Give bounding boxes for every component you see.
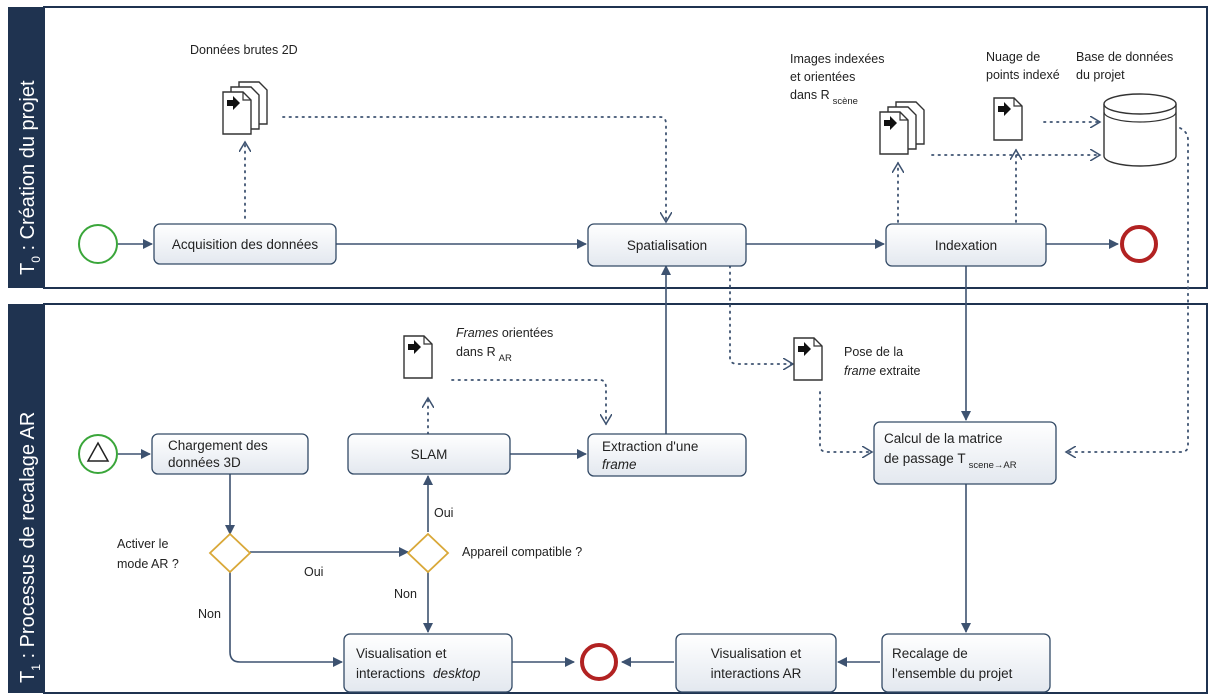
svg-text:Frames orientées: Frames orientées — [456, 326, 553, 340]
sequence-flows — [118, 239, 1119, 667]
task-spatialisation: Spatialisation — [587, 223, 747, 267]
data-pose-frame-icon — [793, 337, 823, 381]
task-recalage-label-2: l'ensemble du projet — [892, 666, 1013, 681]
label-pose-1: Pose de la — [844, 345, 903, 359]
label-frames-1a: Frames — [456, 326, 498, 340]
task-visu-desk-label-1: Visualisation et — [356, 646, 447, 661]
lane-bottom-label: T — [17, 671, 39, 683]
lane-bottom-rest: : Processus de recalage AR — [17, 412, 39, 664]
end-event-creation — [1120, 225, 1158, 263]
lane-top-rest: : Création du projet — [17, 80, 39, 256]
task-recalage: Recalage de l'ensemble du projet — [881, 633, 1051, 693]
start-event-creation — [78, 224, 118, 264]
label-images-sub: scène — [833, 96, 858, 107]
label-frames-sub: AR — [499, 353, 512, 364]
label-non-1: Non — [198, 607, 221, 621]
task-chargement: Chargement des données 3D — [151, 433, 309, 475]
data-frames-orientees-icon — [403, 335, 433, 379]
task-calcul-sub: scene→AR — [969, 460, 1017, 471]
task-acquisition-label: Acquisition des données — [172, 237, 319, 252]
gateway-activer-ar — [208, 532, 252, 574]
task-slam: SLAM — [347, 433, 511, 475]
label-pose-2b: extraite — [876, 364, 921, 378]
lane-top-label: T — [17, 263, 39, 275]
label-frames-1b: orientées — [498, 326, 553, 340]
end-event-recalage — [580, 643, 618, 681]
label-images-1: Images indexées — [790, 52, 885, 66]
label-nuage-1: Nuage de — [986, 50, 1040, 64]
task-visualisation-desktop: Visualisation et interactions desktop — [343, 633, 513, 693]
task-visualisation-ar: Visualisation et interactions AR — [675, 633, 837, 693]
label-activer-1: Activer le — [117, 537, 168, 551]
svg-text:dans RAR: dans RAR — [456, 345, 512, 364]
task-chargement-label-1: Chargement des — [168, 438, 268, 453]
label-oui-1: Oui — [304, 565, 323, 579]
task-slam-label: SLAM — [411, 447, 448, 462]
task-acquisition: Acquisition des données — [153, 223, 337, 265]
label-images-2: et orientées — [790, 70, 855, 84]
task-extraction-label-2: frame — [602, 457, 637, 472]
task-visu-ar-label-2: interactions AR — [711, 666, 802, 681]
label-images-3: dans R — [790, 88, 830, 102]
start-event-signal — [78, 434, 118, 474]
database-icon — [1103, 93, 1177, 167]
label-activer-2: mode AR ? — [117, 557, 179, 571]
label-appareil-compatible: Appareil compatible ? — [462, 545, 582, 559]
svg-text:T0 : Création du projet: T0 : Création du projet — [17, 80, 43, 275]
label-base-2: du projet — [1076, 68, 1125, 82]
data-associations — [245, 117, 1189, 452]
task-extraction-label-1: Extraction d'une — [602, 439, 698, 454]
svg-text:frame extraite: frame extraite — [844, 364, 920, 378]
task-indexation-label: Indexation — [935, 238, 997, 253]
task-calcul-label-1: Calcul de la matrice — [884, 431, 1003, 446]
label-frames-2: dans R — [456, 345, 496, 359]
data-nuage-points-icon — [993, 97, 1023, 141]
task-visu-desk-label-2a: interactions — [356, 666, 425, 681]
gateway-appareil-compatible — [406, 532, 450, 574]
label-oui-2: Oui — [434, 506, 453, 520]
label-donnees-brutes: Données brutes 2D — [190, 43, 298, 57]
lane-bottom-sub: 1 — [29, 664, 43, 671]
lane-top-sub: 0 — [29, 256, 43, 263]
task-spatialisation-label: Spatialisation — [627, 238, 707, 253]
task-recalage-label-1: Recalage de — [892, 646, 968, 661]
task-visu-ar-label-1: Visualisation et — [711, 646, 802, 661]
label-nuage-2: points indexé — [986, 68, 1060, 82]
label-non-2: Non — [394, 587, 417, 601]
task-indexation: Indexation — [885, 223, 1047, 267]
task-extraction: Extraction d'une frame — [587, 433, 747, 477]
task-visu-desk-label-2b: desktop — [433, 666, 481, 681]
task-calcul-label-2: de passage T — [884, 451, 966, 466]
svg-text:T1 : Processus de recalage AR: T1 : Processus de recalage AR — [17, 412, 43, 683]
lane-recalage-ar: T1 : Processus de recalage AR — [8, 303, 1208, 694]
label-pose-2a: frame — [844, 364, 876, 378]
label-base-1: Base de données — [1076, 50, 1173, 64]
task-chargement-label-2: données 3D — [168, 455, 241, 470]
